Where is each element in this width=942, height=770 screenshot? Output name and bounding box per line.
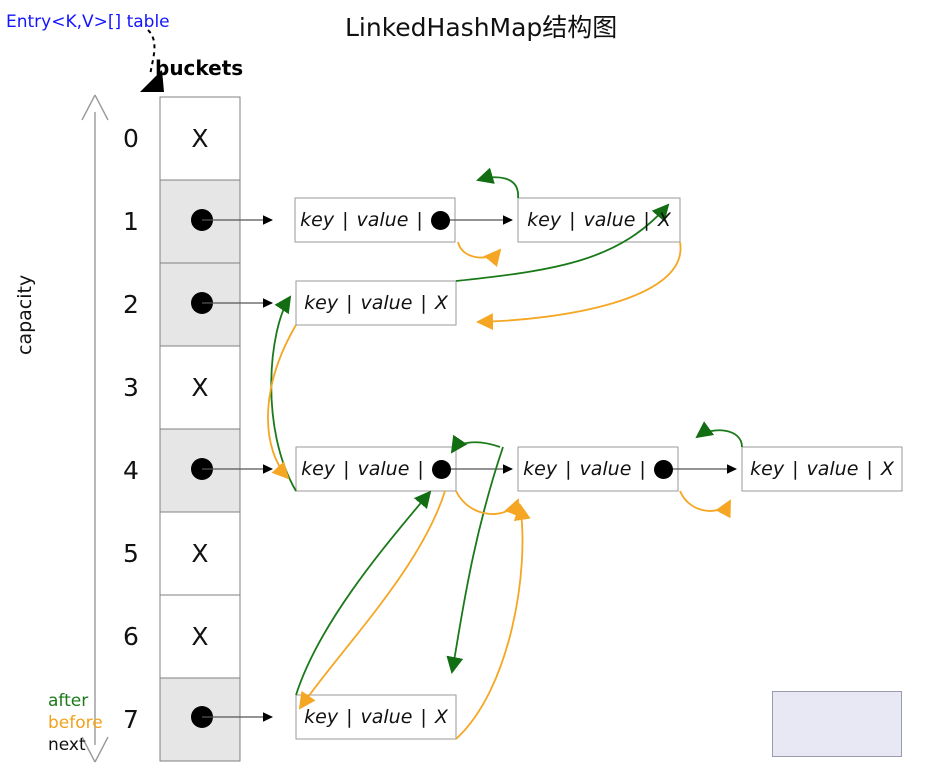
entry-key: key [750, 458, 785, 480]
entry-next-null: X [657, 209, 671, 231]
entry-key: key [523, 458, 558, 480]
entry-value: value [356, 209, 409, 231]
entry-separator: | [643, 209, 650, 231]
bucket-index-6: 6 [123, 622, 139, 651]
entry-separator: | [346, 706, 353, 728]
entry-b1-n1[interactable]: key | value | [295, 198, 455, 242]
entry-b2-n1[interactable]: key | value | X [296, 281, 456, 325]
before-links [267, 241, 731, 740]
entry-value: value [360, 292, 413, 314]
bucket-index-5: 5 [123, 539, 139, 568]
entry-b4-n1[interactable]: key | value | [296, 447, 456, 491]
legend-panel [772, 691, 902, 757]
entry-value: value [357, 458, 410, 480]
entry-separator: | [416, 209, 423, 231]
entry-separator: | [569, 209, 576, 231]
entry-separator: | [417, 458, 424, 480]
entry-separator: | [639, 458, 646, 480]
entry-key: key [527, 209, 562, 231]
bucket-array [159, 96, 241, 762]
entry-separator: | [420, 706, 427, 728]
bucket-index-2: 2 [123, 290, 139, 319]
entry-separator: | [792, 458, 799, 480]
entry-key: key [304, 292, 339, 314]
entry-next-pointer-dot [431, 459, 451, 479]
table-pointer-dashed [140, 29, 164, 92]
entry-next-pointer-dot [653, 459, 673, 479]
entry-next-null: X [434, 292, 448, 314]
entry-key: key [301, 458, 336, 480]
bucket-next-links [191, 209, 273, 728]
entry-key: key [304, 706, 339, 728]
entry-value: value [583, 209, 636, 231]
entry-boxes [294, 197, 903, 740]
entry-value: value [806, 458, 859, 480]
bucket-index-3: 3 [123, 373, 139, 402]
entry-next-null: X [434, 706, 448, 728]
legend-label-next: next [48, 735, 86, 755]
entry-b7-n1[interactable]: key | value | X [296, 695, 456, 739]
legend-label-after: after [48, 691, 89, 711]
page-title: LinkedHashMap结构图 [345, 13, 618, 42]
entry-separator: | [343, 458, 350, 480]
bucket-cell-0-null[interactable]: X [191, 124, 209, 153]
entry-separator: | [346, 292, 353, 314]
bucket-cell-5-null[interactable]: X [191, 539, 209, 568]
entry-separator: | [342, 209, 349, 231]
entry-next-pointer-dot [430, 210, 450, 230]
entry-b4-n2[interactable]: key | value | [518, 447, 678, 491]
capacity-label: capacity [14, 274, 36, 355]
entry-separator: | [866, 458, 873, 480]
bucket-cell-6-null[interactable]: X [191, 622, 209, 651]
bucket-index-1: 1 [123, 207, 139, 236]
entry-b1-n2[interactable]: key | value | X [518, 198, 680, 242]
entry-b4-n3[interactable]: key | value | X [742, 447, 902, 491]
table-type-caption: Entry<K,V>[] table [6, 12, 170, 32]
bucket-index-7: 7 [123, 705, 139, 734]
bucket-index-0: 0 [123, 124, 139, 153]
entry-key: key [300, 209, 335, 231]
entry-separator: | [565, 458, 572, 480]
entry-next-null: X [880, 458, 894, 480]
bucket-index-4: 4 [123, 456, 139, 485]
entry-value: value [579, 458, 632, 480]
capacity-arrow [81, 94, 109, 763]
entry-separator: | [420, 292, 427, 314]
after-links [270, 167, 743, 696]
entry-value: value [360, 706, 413, 728]
bucket-cell-3-null[interactable]: X [191, 373, 209, 402]
buckets-label: buckets [155, 56, 244, 80]
legend-label-before: before [48, 713, 103, 733]
